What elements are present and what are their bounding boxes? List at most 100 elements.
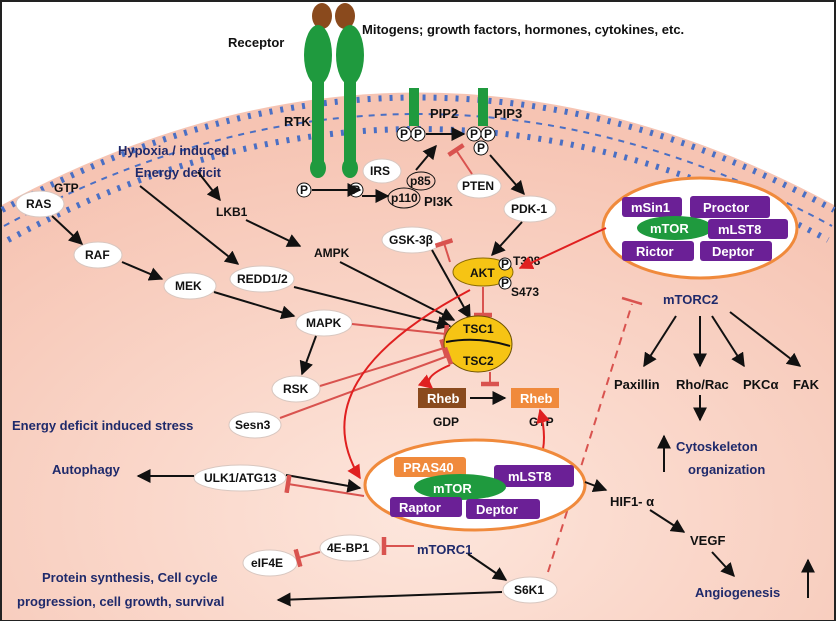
rtk-label: RTK	[284, 114, 311, 129]
raf-node	[73, 241, 123, 269]
raf-to-mek-arrow	[121, 261, 164, 281]
mtorc1-raptor	[390, 497, 462, 517]
svg-text:Deptor: Deptor	[712, 244, 754, 259]
gdp-label: GDP	[433, 415, 459, 429]
mek-node	[163, 272, 217, 300]
rsk-inhibit-tsc	[319, 338, 449, 387]
svg-text:Deptor: Deptor	[476, 502, 518, 517]
mtorc1-deptor	[466, 499, 540, 519]
akt-phospho-t308	[498, 257, 512, 271]
tsc1-label: TSC1	[463, 322, 494, 336]
rheb-gtp-label: Rheb	[520, 391, 553, 406]
pdk1-label: PDK-1	[511, 202, 547, 216]
lkb1-label: LKB1	[216, 205, 248, 219]
svg-text:PRAS40: PRAS40	[403, 460, 454, 475]
mtorc2-label: mTORC2	[663, 292, 718, 307]
pip3-label: PIP3	[494, 106, 522, 121]
svg-text:P: P	[400, 127, 408, 141]
s6k1-node	[502, 576, 558, 604]
lkb1-to-ampk-arrow	[245, 219, 302, 247]
hif1-to-vegf	[649, 509, 686, 533]
akt-to-mtorc1-arrow	[343, 289, 471, 480]
phospho-rtk-1-label: P	[300, 183, 308, 197]
svg-text:Proctor: Proctor	[703, 200, 749, 215]
pi3k-to-pip-arrow	[415, 144, 437, 171]
mtorc2-mlst8	[708, 219, 788, 239]
vegf-label: VEGF	[690, 533, 725, 548]
svg-text:mSin1: mSin1	[631, 200, 670, 215]
tsc-divider	[445, 338, 511, 347]
svg-text:P: P	[414, 127, 422, 141]
akt-node	[452, 257, 514, 287]
eif4e-label: eIF4E	[251, 556, 283, 570]
s6k1-inhibit-mtorc2-bar	[621, 296, 643, 306]
akt-phospho-s473	[498, 276, 512, 290]
ras-gtp-label: GTP	[54, 181, 79, 195]
svg-text:mLST8: mLST8	[508, 469, 551, 484]
mtorc2-mtor	[637, 216, 713, 240]
hypoxia-label-line1: Hypoxia / induced	[118, 143, 229, 158]
mtorc1-to-hif1	[584, 478, 608, 493]
rhorac-label: Rho/Rac	[676, 377, 729, 392]
sesn3-node	[228, 411, 282, 439]
angiogenesis-label: Angiogenesis	[695, 585, 780, 600]
rheb-gdp-box	[418, 388, 466, 408]
s6k1-label: S6K1	[514, 583, 544, 597]
s6k1-inhibit-mtorc2-dashed	[547, 303, 633, 573]
s6k1-to-protein-synthesis	[276, 591, 503, 607]
mtorc2-deptor	[700, 241, 772, 261]
sesn3-label: Sesn3	[235, 418, 271, 432]
autophagy-label: Autophagy	[52, 462, 121, 477]
hypoxia-label-line2: Energy deficit	[135, 165, 222, 180]
pdk1-to-akt-arrow	[491, 221, 523, 257]
pip3-to-pdk1-arrow	[489, 154, 525, 196]
redd-to-tsc-arrow	[293, 286, 452, 330]
4ebp1-inhibit-eif4e	[293, 548, 321, 568]
svg-text:P: P	[484, 127, 492, 141]
akt-inhibit-gsk3b	[434, 238, 454, 263]
ras-to-raf-arrow	[51, 215, 84, 245]
raf-label: RAF	[85, 248, 110, 262]
mapk-inhibit-tsc	[351, 323, 450, 344]
rheb-gdp-label: Rheb	[427, 391, 460, 406]
pten-inhibit-line	[447, 143, 473, 175]
svg-text:P: P	[477, 141, 485, 155]
mtorc2-to-paxillin	[643, 315, 677, 368]
rsk-label: RSK	[283, 382, 309, 396]
mtorc2-to-pkca	[711, 315, 745, 368]
mtorc1-inhibit-ulk1	[284, 474, 365, 497]
ulk1-to-mtorc1	[285, 474, 362, 493]
mapk-label: MAPK	[306, 316, 342, 330]
mek-to-mapk-arrow	[213, 291, 296, 320]
irs-node	[362, 158, 402, 184]
mek-label: MEK	[175, 279, 202, 293]
redd-node	[229, 265, 295, 293]
mtorc2-to-akt-arrow	[518, 227, 607, 270]
p110-label: p110	[391, 191, 418, 205]
mtorc1-label: mTORC1	[417, 542, 472, 557]
tsc-complex	[443, 315, 513, 373]
stimuli-label: Mitogens; growth factors, hormones, cyto…	[362, 22, 684, 37]
rheb-gtp-box	[511, 388, 559, 408]
vegf-to-angiogenesis	[711, 551, 735, 578]
hypoxia-to-lkb1-arrow	[197, 171, 221, 202]
receptor	[304, 3, 364, 178]
cyto-label-line2: organization	[688, 462, 765, 477]
fak-label: FAK	[793, 377, 820, 392]
pip2-label: PIP2	[430, 106, 458, 121]
membrane-outer	[0, 94, 836, 213]
4ebp1-node	[319, 534, 381, 562]
protein-synthesis-line2: progression, cell growth, survival	[17, 594, 224, 609]
pip3-bar	[478, 88, 488, 126]
svg-text:P: P	[470, 127, 478, 141]
tsc-to-rheb-gdp-arrow	[417, 364, 451, 389]
protein-synthesis-line1: Protein synthesis, Cell cycle	[42, 570, 218, 585]
cyto-label-line1: Cytoskeleton	[676, 439, 758, 454]
hif1-label: HIF1- α	[610, 494, 654, 509]
pip3-phospho: P P P	[466, 126, 496, 156]
hypoxia-to-redd-arrow	[139, 185, 240, 265]
mtorc1-pras40	[394, 457, 466, 477]
svg-text:P: P	[501, 257, 509, 271]
mtorc2-proctor	[690, 196, 770, 218]
mapk-to-rsk-arrow	[299, 335, 317, 376]
